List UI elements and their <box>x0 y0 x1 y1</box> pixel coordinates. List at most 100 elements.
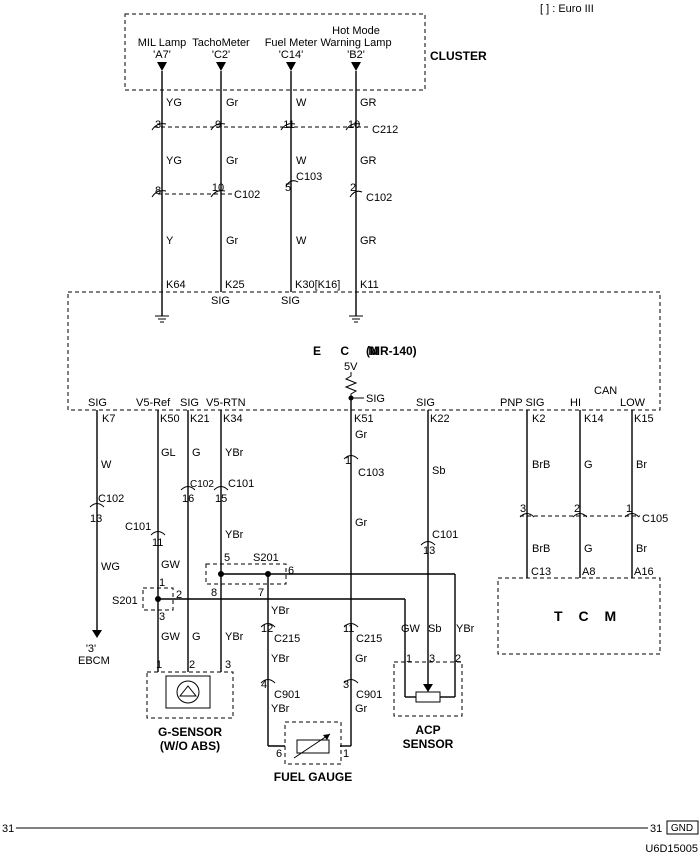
c212-label: C212 <box>372 124 398 136</box>
tcm-title: T C M <box>554 608 622 624</box>
tacho-pin: 'C2' <box>212 49 230 61</box>
wire-br-low-2: Br <box>636 543 647 555</box>
wire-gw-1: GW <box>161 559 181 571</box>
ecm-k64: K64 <box>166 279 186 291</box>
gsensor-pin-3: 3 <box>225 659 231 671</box>
acp-resistor-icon <box>415 691 441 703</box>
wire-grc-2: GR <box>360 155 377 167</box>
mil-lamp-pin: 'A7' <box>153 49 171 61</box>
tcm-c13: C13 <box>531 566 551 578</box>
tacho-pin-arrow-icon <box>216 62 226 71</box>
wire-ybr-6: YBr <box>271 703 290 715</box>
c102-pin-2: 2 <box>350 182 356 194</box>
s201-pin-1: 1 <box>159 577 165 589</box>
ecm-pnp-sig: PNP SIG <box>500 397 544 409</box>
wire-brb-2: BrB <box>532 543 550 555</box>
c103-pin-5: 5 <box>285 182 291 194</box>
fuelgauge-pin-6: 6 <box>276 748 282 760</box>
ecm-k15: K15 <box>634 413 654 425</box>
wire-gw-2: GW <box>161 631 181 643</box>
c901-pin-3: 3 <box>343 679 349 691</box>
wire-ybr-3: YBr <box>271 605 290 617</box>
euro-legend: [ ] : Euro III <box>540 3 594 15</box>
wire-ybr-k34: YBr <box>225 447 244 459</box>
gsensor-label: G-SENSOR <box>158 725 222 739</box>
c105-pin-2: 2 <box>574 503 580 515</box>
mil-pin-arrow-icon <box>157 62 167 71</box>
wire-w-2: W <box>296 155 307 167</box>
wire-br-low: Br <box>636 459 647 471</box>
wire-gr-k51: Gr <box>355 429 368 441</box>
c105-pin-1: 1 <box>626 503 632 515</box>
fuel-gauge-variable-icon <box>293 733 331 759</box>
gsensor-pin-1: 1 <box>156 659 162 671</box>
c212-pin-3: 3 <box>155 119 161 131</box>
wire-gw-acp: GW <box>401 623 421 635</box>
warning-lamp-label: Warning Lamp <box>320 37 391 49</box>
fuel-meter-pin: 'C14' <box>279 49 303 61</box>
c901-label-2: C901 <box>356 689 382 701</box>
wire-w-1: W <box>296 97 307 109</box>
ecm-sig-k30: SIG <box>281 295 300 307</box>
s201-pin-8: 8 <box>211 587 217 599</box>
wire-gr-2: Gr <box>226 155 239 167</box>
fuelgauge-label: FUEL GAUGE <box>274 770 352 784</box>
c105-label: C105 <box>642 513 668 525</box>
pullup-resistor-icon <box>344 372 358 398</box>
c101-pin-11: 11 <box>152 537 163 549</box>
c901-label-1: C901 <box>274 689 300 701</box>
c102-label-3: C102 <box>190 479 214 490</box>
c215-label-1: C215 <box>274 633 300 645</box>
wire-yg-1: YG <box>166 97 182 109</box>
ecm-k30: K30[K16] <box>295 279 340 291</box>
ecm-k51: K51 <box>354 413 374 425</box>
wire-yg-2: YG <box>166 155 182 167</box>
ecm-k21: K21 <box>190 413 210 425</box>
cluster-title: CLUSTER <box>430 49 487 63</box>
lower-wiring <box>89 398 640 747</box>
s201-label-2: S201 <box>112 595 138 607</box>
gsensor-sub-label: (W/O ABS) <box>160 739 220 753</box>
c102-pin-8: 8 <box>155 185 161 197</box>
ebcm-pin: '3' <box>86 643 96 655</box>
c101-label-1: C101 <box>228 478 254 490</box>
wire-wg: WG <box>101 561 120 573</box>
acp-pin-3: 3 <box>429 653 435 665</box>
c215-pin-11: 11 <box>343 623 354 635</box>
c103-lower-label: C103 <box>358 467 384 479</box>
ebcm-arrow-icon <box>92 630 102 638</box>
upper-wiring <box>151 71 370 316</box>
ecm-hi: HI <box>570 397 581 409</box>
wire-w-3: W <box>296 235 307 247</box>
ecm-sig-k7: SIG <box>88 397 107 409</box>
ecm-module: K64 K25 K30[K16] K11 SIG SIG E C M (MR-1… <box>67 279 661 411</box>
ecm-v5ref: V5-Ref <box>136 397 171 409</box>
c212-pin-11: 11 <box>283 119 294 131</box>
wire-y: Y <box>166 235 174 247</box>
ecm-k34: K34 <box>223 413 243 425</box>
hot-mode-label: Hot Mode <box>332 25 380 37</box>
acp-sensor: 1 3 2 ACP SENSOR <box>393 653 463 751</box>
footer-page-left: 31 <box>2 823 14 835</box>
tacho-label: TachoMeter <box>192 37 250 49</box>
wire-gl: GL <box>161 447 176 459</box>
acp-label: ACP <box>415 723 440 737</box>
ecm-k25: K25 <box>225 279 245 291</box>
c102-pin-16: 16 <box>182 493 194 505</box>
fuel-gauge: 6 1 FUEL GAUGE <box>274 721 352 784</box>
s201-pin-2: 2 <box>176 589 182 601</box>
c901-pin-4: 4 <box>261 679 267 691</box>
c103-pin-1: 1 <box>345 455 351 467</box>
ecm-5v: 5V <box>344 361 358 373</box>
c101-pin-13: 13 <box>423 545 435 557</box>
gsensor-icon <box>176 680 200 704</box>
s201-pin-3: 3 <box>159 611 165 623</box>
hot-mode-pin: 'B2' <box>347 49 365 61</box>
ecm-sig-internal: SIG <box>366 393 385 405</box>
wire-g-2: G <box>192 631 201 643</box>
s201-pin-7: 7 <box>258 587 264 599</box>
tcm-module: C13 A8 A16 T C M <box>497 566 661 655</box>
fuelgauge-pin-1: 1 <box>343 748 349 760</box>
wire-sb-acp: Sb <box>428 623 441 635</box>
